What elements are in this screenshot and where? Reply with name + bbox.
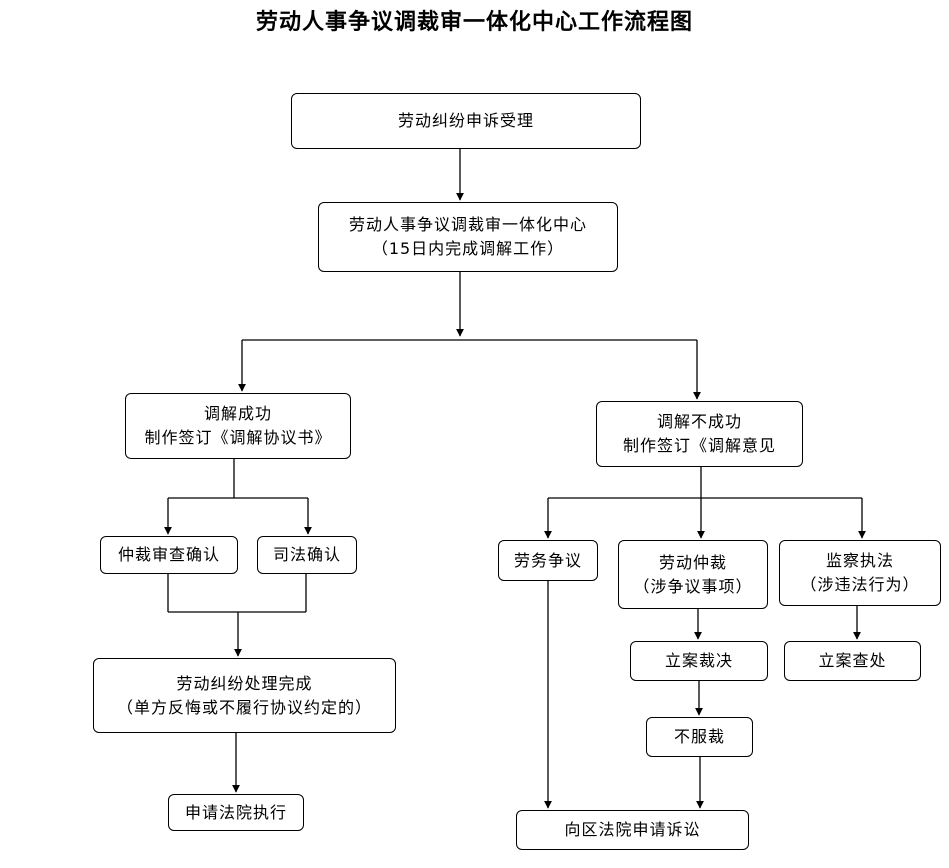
node-success: 调解成功 制作签订《调解协议书》 [125, 393, 351, 459]
node-done: 劳动纠纷处理完成 （单方反悔或不履行协议约定的） [93, 658, 396, 733]
node-accept: 劳动纠纷申诉受理 [291, 93, 641, 149]
page-title: 劳动人事争议调裁审一体化中心工作流程图 [255, 10, 693, 35]
node-judicial: 司法确认 [257, 536, 357, 574]
node-center: 劳动人事争议调裁审一体化中心 （15日内完成调解工作） [318, 202, 618, 272]
node-labor-arb: 劳动仲裁 （涉争议事项） [618, 540, 768, 609]
node-supervision: 监察执法 （涉违法行为） [779, 540, 941, 606]
node-disagree: 不服裁 [646, 717, 753, 757]
node-lawsuit: 向区法院申请诉讼 [516, 810, 749, 850]
node-labor-service: 劳务争议 [498, 540, 598, 581]
node-enforce: 申请法院执行 [168, 794, 304, 831]
node-investigate: 立案查处 [784, 641, 921, 681]
node-fail: 调解不成功 制作签订《调解意见 [596, 401, 803, 467]
node-ruling: 立案裁决 [630, 641, 768, 681]
node-arb-review: 仲裁审查确认 [100, 536, 238, 574]
